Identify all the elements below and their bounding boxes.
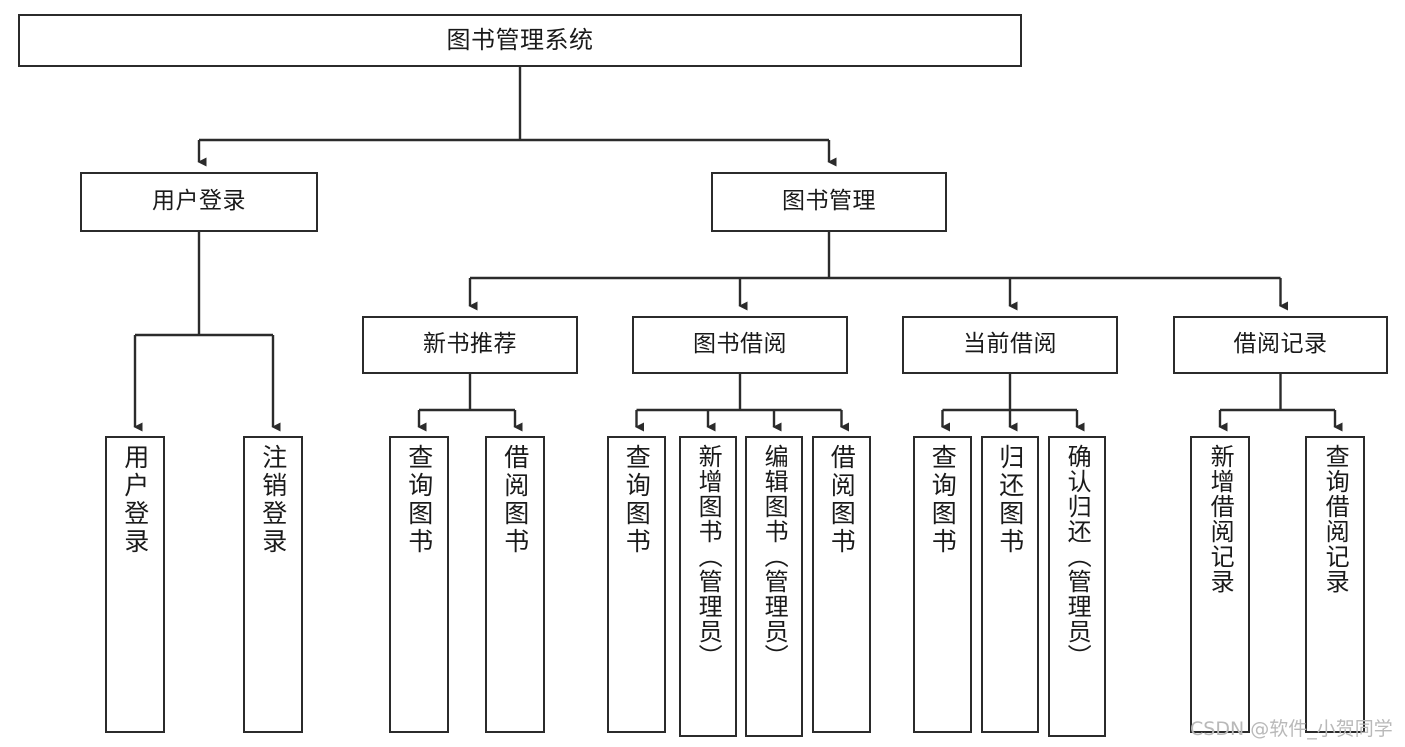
node-leaf-logout[interactable]: 注销登录 [243, 436, 303, 733]
node-book-manage-label: 图书管理 [782, 188, 876, 215]
node-borrow-record[interactable]: 借阅记录 [1173, 316, 1388, 374]
node-leaf-add-borrow-record-label: 新增借阅记录 [1206, 444, 1235, 594]
node-book-manage[interactable]: 图书管理 [711, 172, 947, 232]
node-leaf-query-borrow-record[interactable]: 查询借阅记录 [1305, 436, 1365, 733]
node-leaf-edit-book-admin-label: 编辑图书（管理员） [760, 444, 789, 669]
node-current-borrow-label: 当前借阅 [963, 331, 1057, 358]
node-leaf-borrow-book-rec[interactable]: 借阅图书 [485, 436, 545, 733]
node-leaf-add-borrow-record[interactable]: 新增借阅记录 [1190, 436, 1250, 733]
node-leaf-query-book-borrow[interactable]: 查询图书 [607, 436, 666, 733]
node-user-login-label: 用户登录 [152, 188, 246, 215]
node-leaf-confirm-return-admin[interactable]: 确认归还（管理员） [1048, 436, 1106, 737]
node-current-borrow[interactable]: 当前借阅 [902, 316, 1118, 374]
node-leaf-query-book-borrow-label: 查询图书 [622, 444, 652, 556]
node-leaf-user-login-label: 用户登录 [120, 444, 150, 556]
node-leaf-query-book-cur[interactable]: 查询图书 [913, 436, 972, 733]
node-leaf-borrow-book[interactable]: 借阅图书 [812, 436, 871, 733]
node-leaf-return-book-label: 归还图书 [995, 444, 1025, 556]
node-leaf-query-book-rec[interactable]: 查询图书 [389, 436, 449, 733]
node-leaf-query-borrow-record-label: 查询借阅记录 [1321, 444, 1350, 594]
node-new-book-recommend-label: 新书推荐 [423, 331, 517, 358]
node-book-borrow[interactable]: 图书借阅 [632, 316, 848, 374]
node-leaf-logout-label: 注销登录 [258, 444, 288, 556]
node-leaf-user-login[interactable]: 用户登录 [105, 436, 165, 733]
node-borrow-record-label: 借阅记录 [1233, 331, 1328, 358]
node-leaf-edit-book-admin[interactable]: 编辑图书（管理员） [745, 436, 803, 737]
node-leaf-confirm-return-admin-label: 确认归还（管理员） [1063, 444, 1092, 669]
node-leaf-add-book-admin-label: 新增图书（管理员） [694, 444, 723, 669]
node-leaf-borrow-book-label: 借阅图书 [827, 444, 857, 556]
node-leaf-query-book-rec-label: 查询图书 [404, 444, 434, 556]
node-leaf-return-book[interactable]: 归还图书 [981, 436, 1039, 733]
node-leaf-add-book-admin[interactable]: 新增图书（管理员） [679, 436, 737, 737]
node-leaf-borrow-book-rec-label: 借阅图书 [500, 444, 530, 556]
node-new-book-recommend[interactable]: 新书推荐 [362, 316, 578, 374]
node-leaf-query-book-cur-label: 查询图书 [928, 444, 958, 556]
node-book-borrow-label: 图书借阅 [693, 331, 787, 358]
node-root-label: 图书管理系统 [446, 26, 594, 55]
node-root[interactable]: 图书管理系统 [18, 14, 1022, 67]
connector-lines [133, 67, 1343, 432]
node-user-login[interactable]: 用户登录 [80, 172, 318, 232]
